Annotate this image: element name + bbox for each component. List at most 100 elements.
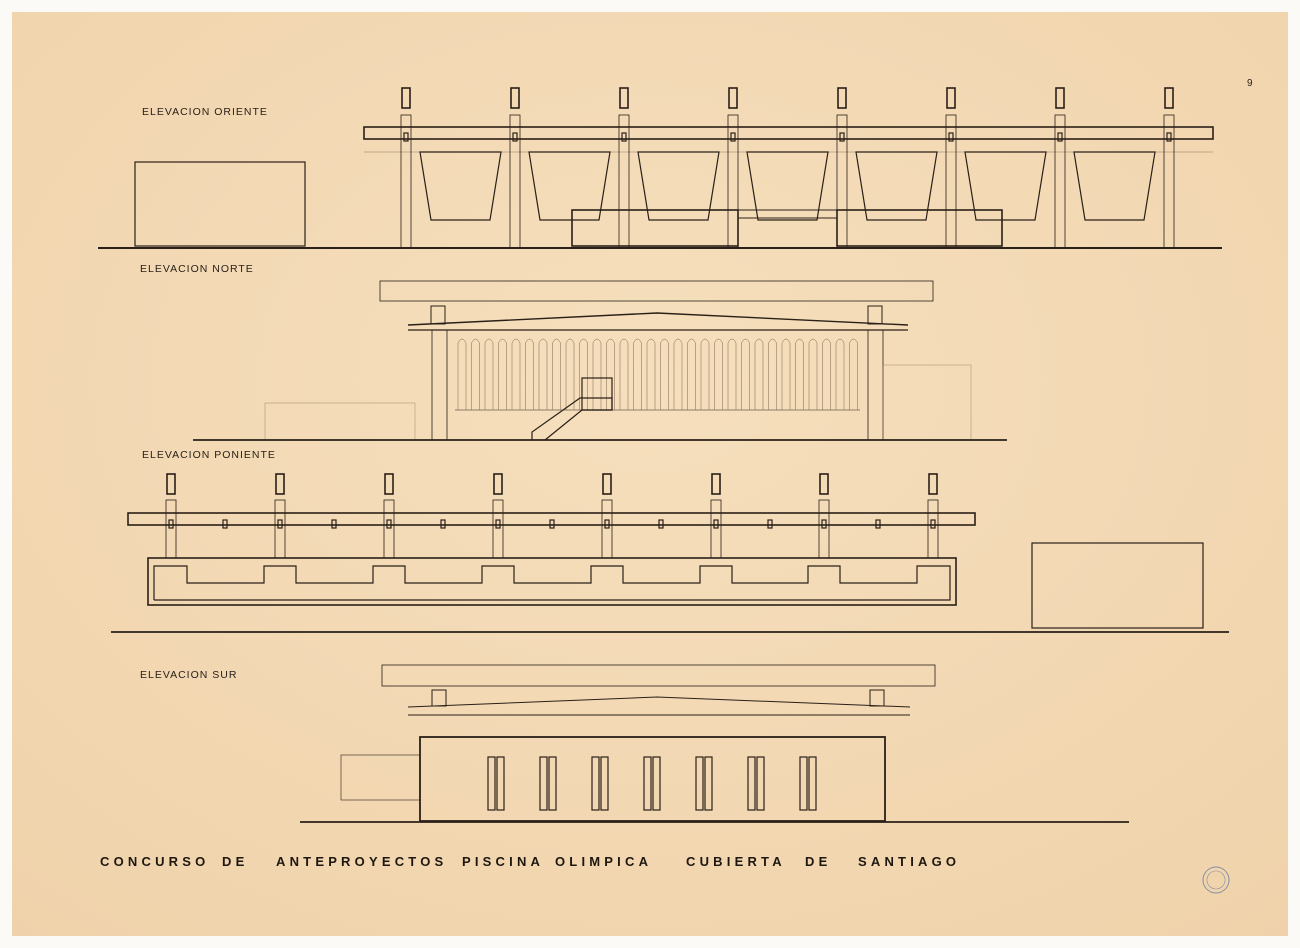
side-block: [134, 161, 306, 247]
label-elevacion-norte: ELEVACION NORTE: [140, 263, 254, 275]
bearing: [495, 519, 501, 529]
post: [836, 114, 848, 249]
pool-block: [147, 557, 957, 606]
skylight: [711, 473, 721, 495]
fin: [714, 338, 723, 410]
main-beam: [363, 126, 1214, 140]
archive-stamp: [1202, 866, 1230, 894]
fin: [538, 338, 548, 410]
title-word: ANTEPROYECTOS: [276, 854, 447, 869]
roof-slab: [379, 280, 934, 302]
fin: [633, 338, 642, 410]
title-word: CUBIERTA: [686, 854, 786, 869]
window: [643, 756, 652, 811]
fin: [781, 338, 791, 410]
fin: [673, 338, 683, 410]
post: [601, 499, 613, 559]
title-word: CONCURSO: [100, 854, 209, 869]
skylight: [602, 473, 612, 495]
window: [487, 756, 496, 811]
title-word: PISCINA: [462, 854, 544, 869]
fin: [457, 338, 467, 410]
fin: [700, 338, 710, 410]
fin: [619, 338, 629, 410]
fin: [687, 338, 696, 410]
post: [727, 114, 739, 249]
trapezoid-panel: [746, 151, 829, 221]
fin: [808, 338, 818, 410]
fin: [835, 338, 845, 410]
fin: [754, 338, 764, 410]
title-word: DE: [222, 854, 248, 869]
skylight: [946, 87, 956, 109]
post: [818, 499, 830, 559]
bearing: [1057, 132, 1063, 142]
window: [591, 756, 600, 811]
post: [509, 114, 521, 249]
elevation-sur: [300, 664, 1129, 823]
skylight: [493, 473, 503, 495]
bearing: [386, 519, 392, 529]
skylight: [401, 87, 411, 109]
fin: [849, 338, 858, 410]
bearing: [948, 132, 954, 142]
roof-line: [407, 696, 911, 708]
fin: [484, 338, 494, 410]
title-word: SANTIAGO: [858, 854, 960, 869]
title-word: DE: [805, 854, 831, 869]
window: [496, 756, 505, 811]
post: [927, 499, 939, 559]
title-word: OLIMPICA: [555, 854, 652, 869]
skylight: [837, 87, 847, 109]
fin: [592, 338, 602, 410]
fin: [471, 338, 480, 410]
trapezoid-panel: [637, 151, 720, 221]
post: [1163, 114, 1175, 249]
trapezoid-panel: [528, 151, 611, 221]
fin: [741, 338, 750, 410]
skylight: [728, 87, 738, 109]
bearing: [331, 519, 337, 529]
post: [618, 114, 630, 249]
bearing: [730, 132, 736, 142]
post: [945, 114, 957, 249]
bearing: [767, 519, 773, 529]
fin: [646, 338, 656, 410]
post: [1054, 114, 1066, 249]
fin: [511, 338, 521, 410]
bearing: [658, 519, 664, 529]
post: [274, 499, 286, 559]
post: [383, 499, 395, 559]
stair: [531, 397, 613, 441]
skylight: [1164, 87, 1174, 109]
post: [710, 499, 722, 559]
elevation-poniente: [111, 473, 1229, 633]
window: [600, 756, 609, 811]
skylight: [166, 473, 176, 495]
post: [400, 114, 412, 249]
post: [165, 499, 177, 559]
skylight: [384, 473, 394, 495]
post: [492, 499, 504, 559]
skylight: [928, 473, 938, 495]
window: [747, 756, 756, 811]
main-beam: [127, 512, 976, 526]
window: [704, 756, 713, 811]
fin: [565, 338, 575, 410]
bearing: [713, 519, 719, 529]
page-number: 9: [1247, 78, 1253, 89]
roof-slab: [381, 664, 936, 687]
skylight: [1055, 87, 1065, 109]
fin: [579, 338, 588, 410]
bearing: [930, 519, 936, 529]
window: [756, 756, 765, 811]
bearing: [222, 519, 228, 529]
label-elevacion-sur: ELEVACION SUR: [140, 669, 237, 681]
bearing: [839, 132, 845, 142]
trapezoid-panel: [419, 151, 502, 221]
skylight: [510, 87, 520, 109]
label-elevacion-oriente: ELEVACION ORIENTE: [142, 106, 268, 118]
trapezoid-panel: [964, 151, 1047, 221]
